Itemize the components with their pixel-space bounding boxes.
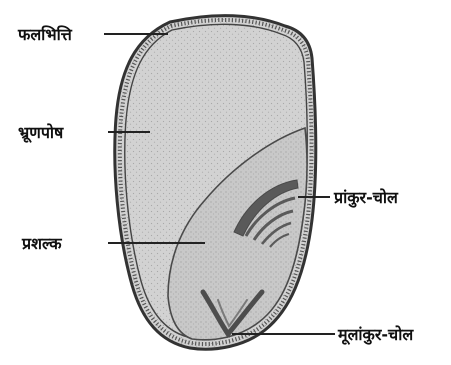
pericarp-label: फलभित्ति: [17, 25, 73, 44]
scutellum-label: प्रशल्क: [21, 234, 62, 253]
coleorhiza-label: मूलांकुर-चोल: [337, 325, 414, 345]
endosperm-label: भ्रूणपोष: [18, 123, 64, 143]
coleoptile-label: प्रांकुर-चोल: [333, 188, 399, 208]
